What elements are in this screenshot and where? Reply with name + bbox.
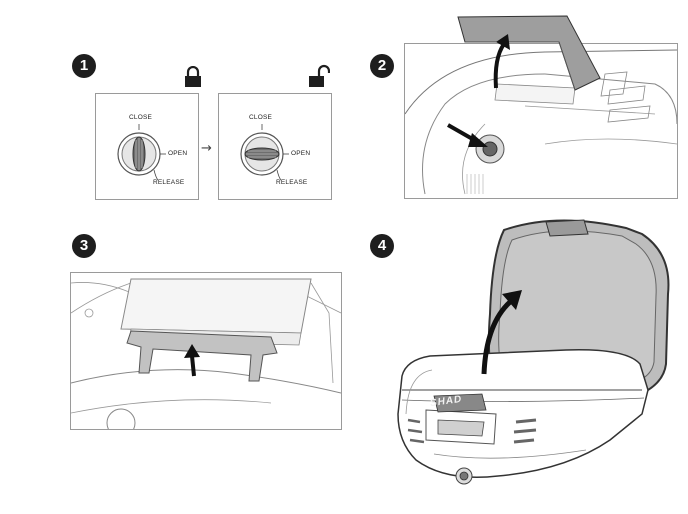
lock-closed-icon xyxy=(185,66,201,87)
transition-arrow: → xyxy=(201,141,212,156)
step-number-2: 2 xyxy=(370,54,394,78)
dial-open-release-label: RELEASE xyxy=(276,179,308,186)
step-number-4: 4 xyxy=(370,234,394,258)
open-top-case-illustration xyxy=(397,219,670,485)
push-lever-arrow-icon xyxy=(184,344,200,377)
dial-closed-release-label: RELEASE xyxy=(153,179,185,186)
dial-open-open-label: OPEN xyxy=(291,150,311,157)
step-number-3: 3 xyxy=(72,234,96,258)
release-lever-illustration xyxy=(71,278,341,429)
lock-dial-closed xyxy=(117,124,166,181)
step2-panel xyxy=(404,43,678,199)
lock-open-icon xyxy=(309,64,330,87)
lock-dial-open xyxy=(240,124,289,181)
press-lock-arrow-icon xyxy=(447,123,488,147)
dial-open-panel: CLOSE OPEN RELEASE xyxy=(218,93,332,200)
step-number-1: 1 xyxy=(72,54,96,78)
raised-handle-illustration xyxy=(457,15,601,91)
dial-open-close-label: CLOSE xyxy=(249,114,273,121)
top-case-handle-illustration xyxy=(405,49,677,195)
lift-handle-arrow-icon xyxy=(493,34,510,89)
dial-closed-open-label: OPEN xyxy=(168,150,188,157)
dial-closed-panel: CLOSE OPEN RELEASE xyxy=(95,93,199,200)
dial-closed-close-label: CLOSE xyxy=(129,114,153,121)
step3-panel xyxy=(70,272,342,430)
